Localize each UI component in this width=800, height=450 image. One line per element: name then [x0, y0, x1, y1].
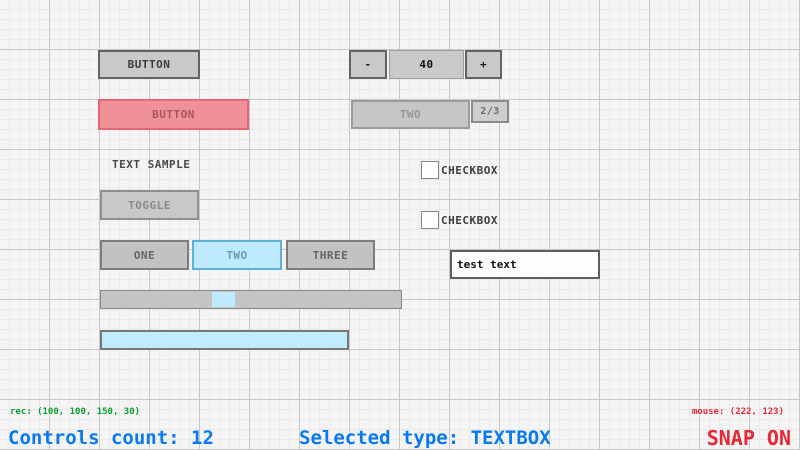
- combo-box-counter[interactable]: 2/3: [471, 100, 509, 123]
- toggle-group-item-one[interactable]: ONE: [100, 240, 189, 270]
- toggle-group-item-three[interactable]: THREE: [286, 240, 375, 270]
- checkbox-row-1: CHECKBOX: [421, 161, 498, 179]
- slider-handle[interactable]: [212, 292, 235, 307]
- spinner-value-box[interactable]: 40: [389, 50, 464, 79]
- sample-text-label: TEXT SAMPLE: [112, 158, 191, 171]
- checkbox-2-box[interactable]: [421, 211, 439, 229]
- status-controls-count: Controls count: 12: [8, 427, 214, 449]
- checkbox-2-label: CHECKBOX: [441, 213, 498, 227]
- checkbox-1-label: CHECKBOX: [441, 163, 498, 177]
- sample-button-selected[interactable]: BUTTON: [98, 99, 249, 130]
- progress-bar[interactable]: [100, 330, 349, 350]
- sample-button[interactable]: BUTTON: [98, 50, 200, 79]
- status-snap-indicator: SNAP ON: [706, 426, 791, 450]
- toggle-group-item-two-active[interactable]: TWO: [192, 240, 282, 270]
- spinner-decrement-button[interactable]: -: [349, 50, 387, 79]
- status-rec-coordinates: rec: (100, 100, 150, 30): [10, 407, 141, 417]
- checkbox-1-box[interactable]: [421, 161, 439, 179]
- combo-box[interactable]: TWO: [351, 100, 470, 129]
- sample-toggle-button[interactable]: TOGGLE: [100, 190, 199, 220]
- slider-bar[interactable]: [100, 290, 402, 309]
- status-selected-type: Selected type: TEXTBOX: [299, 427, 551, 449]
- spinner-increment-button[interactable]: +: [465, 50, 502, 79]
- status-mouse-coordinates: mouse: (222, 123): [691, 407, 784, 417]
- checkbox-row-2: CHECKBOX: [421, 211, 498, 229]
- text-input[interactable]: [450, 250, 600, 279]
